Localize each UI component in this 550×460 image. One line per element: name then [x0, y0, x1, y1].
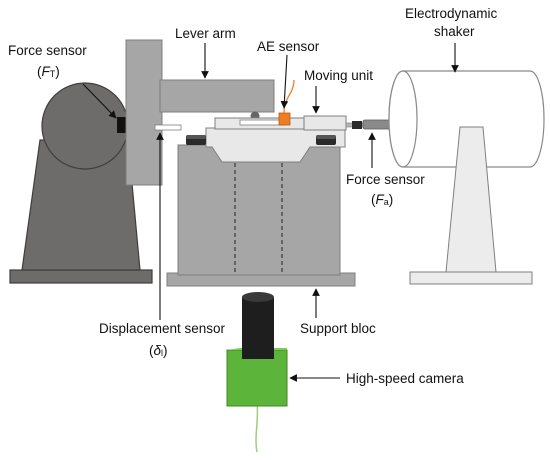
- camera-lens-body: [242, 297, 274, 359]
- camera-lens-top: [242, 292, 274, 302]
- specimen-strip: [239, 119, 286, 126]
- symbol-fa-sub: a: [384, 197, 389, 207]
- lever-arm: [125, 39, 275, 186]
- moving-unit-block: [303, 115, 347, 131]
- shaker-base: [409, 271, 533, 285]
- label-shaker-line2: shaker: [434, 24, 475, 39]
- annotation-arrows: [82, 43, 459, 382]
- labels: Force sensor (FT) Lever arm AE sensor Mo…: [8, 6, 498, 386]
- camera-box: [226, 349, 288, 407]
- symbol-delta-sub: l: [161, 348, 163, 358]
- label-ae-sensor: AE sensor: [257, 39, 320, 54]
- arrow-force-sensor-ft: [82, 83, 117, 119]
- label-lever-arm: Lever arm: [175, 26, 236, 41]
- electrodynamic-shaker: [388, 70, 545, 285]
- symbol-fa-main: F: [376, 192, 385, 207]
- left-frame-base: [9, 269, 153, 284]
- symbol-ft-sub: T: [50, 69, 56, 79]
- moving-unit-assembly: [154, 79, 347, 163]
- label-force-sensor-fa: Force sensor: [346, 172, 425, 187]
- lever-arm-vertical: [125, 39, 163, 186]
- support-bloc-body: [177, 144, 341, 276]
- symbol-delta-main: δ: [154, 343, 162, 358]
- label-support-bloc: Support bloc: [300, 321, 376, 336]
- left-screw-cap-ring: [186, 135, 206, 139]
- label-force-sensor-ft-symbol: (FT): [37, 64, 60, 79]
- moving-unit-carriage: [205, 127, 346, 163]
- label-displacement-sensor: Displacement sensor: [99, 321, 226, 336]
- label-moving-unit: Moving unit: [304, 68, 373, 83]
- support-bloc: [166, 144, 356, 287]
- camera-cable: [255, 402, 259, 453]
- left-frame: [9, 82, 153, 284]
- label-force-sensor-fa-symbol: (Fa): [371, 192, 393, 207]
- label-displacement-symbol: (δl): [149, 343, 168, 358]
- right-screw-cap-ring: [316, 135, 336, 139]
- displacement-sensor-rod: [154, 124, 182, 131]
- lever-arm-horizontal: [159, 79, 275, 113]
- force-sensor-ft: [117, 117, 126, 133]
- label-shaker-line1: Electrodynamic: [405, 6, 498, 21]
- high-speed-camera: [226, 292, 288, 453]
- symbol-ft-main: F: [42, 64, 51, 79]
- ae-sensor-body: [278, 112, 291, 126]
- left-frame-wheel: [41, 82, 129, 170]
- force-sensor-fa-cap: [352, 121, 362, 129]
- shaker-cylinder-face: [388, 70, 418, 168]
- arrow-ae-sensor: [280, 54, 289, 109]
- force-sensor-fa: [345, 119, 397, 130]
- label-force-sensor-ft: Force sensor: [8, 43, 87, 58]
- label-high-speed-camera: High-speed camera: [346, 371, 464, 386]
- shaker-pedestal: [445, 126, 497, 273]
